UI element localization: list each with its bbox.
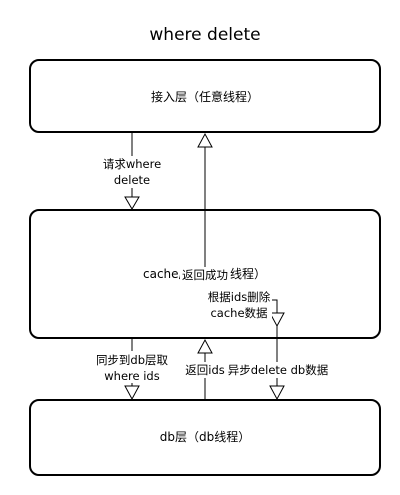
- arrow-label-async-delete: 异步delete db数据: [228, 363, 329, 377]
- arrow-label-delete-line1: 根据ids删除: [208, 290, 271, 304]
- arrow-label-return-ids: 返回ids: [185, 363, 225, 377]
- access-layer-label: 接入层（任意线程）: [151, 89, 259, 104]
- arrow-label-delete-line2: cache数据: [210, 306, 268, 320]
- arrow-return-success: 返回成功: [180, 132, 230, 283]
- access-layer-box: 接入层（任意线程）: [29, 59, 381, 133]
- arrow-async-delete-db: 异步delete db数据: [228, 326, 329, 401]
- arrow-request-where-delete: 请求where delete: [100, 132, 166, 210]
- arrow-delete-by-ids-loop: 根据ids删除 cache数据: [206, 289, 285, 328]
- arrow-label-sync-line1: 同步到db层取: [96, 353, 169, 367]
- arrow-sync-query-ids: 同步到db层取 where ids: [80, 338, 182, 401]
- arrow-label-sync-line2: where ids: [104, 369, 159, 383]
- cache-layer-label-suffix: 线程）: [230, 266, 266, 281]
- arrow-label-request-line2: delete: [114, 173, 150, 187]
- db-layer-label: db层（db线程）: [160, 429, 250, 444]
- arrow-label-request-line1: 请求where: [103, 157, 161, 171]
- arrow-label-return-success: 返回成功: [182, 268, 228, 282]
- arrow-return-ids: 返回ids: [182, 338, 228, 400]
- db-layer-box: db层（db线程）: [29, 399, 381, 476]
- diagram-title: where delete: [149, 25, 260, 45]
